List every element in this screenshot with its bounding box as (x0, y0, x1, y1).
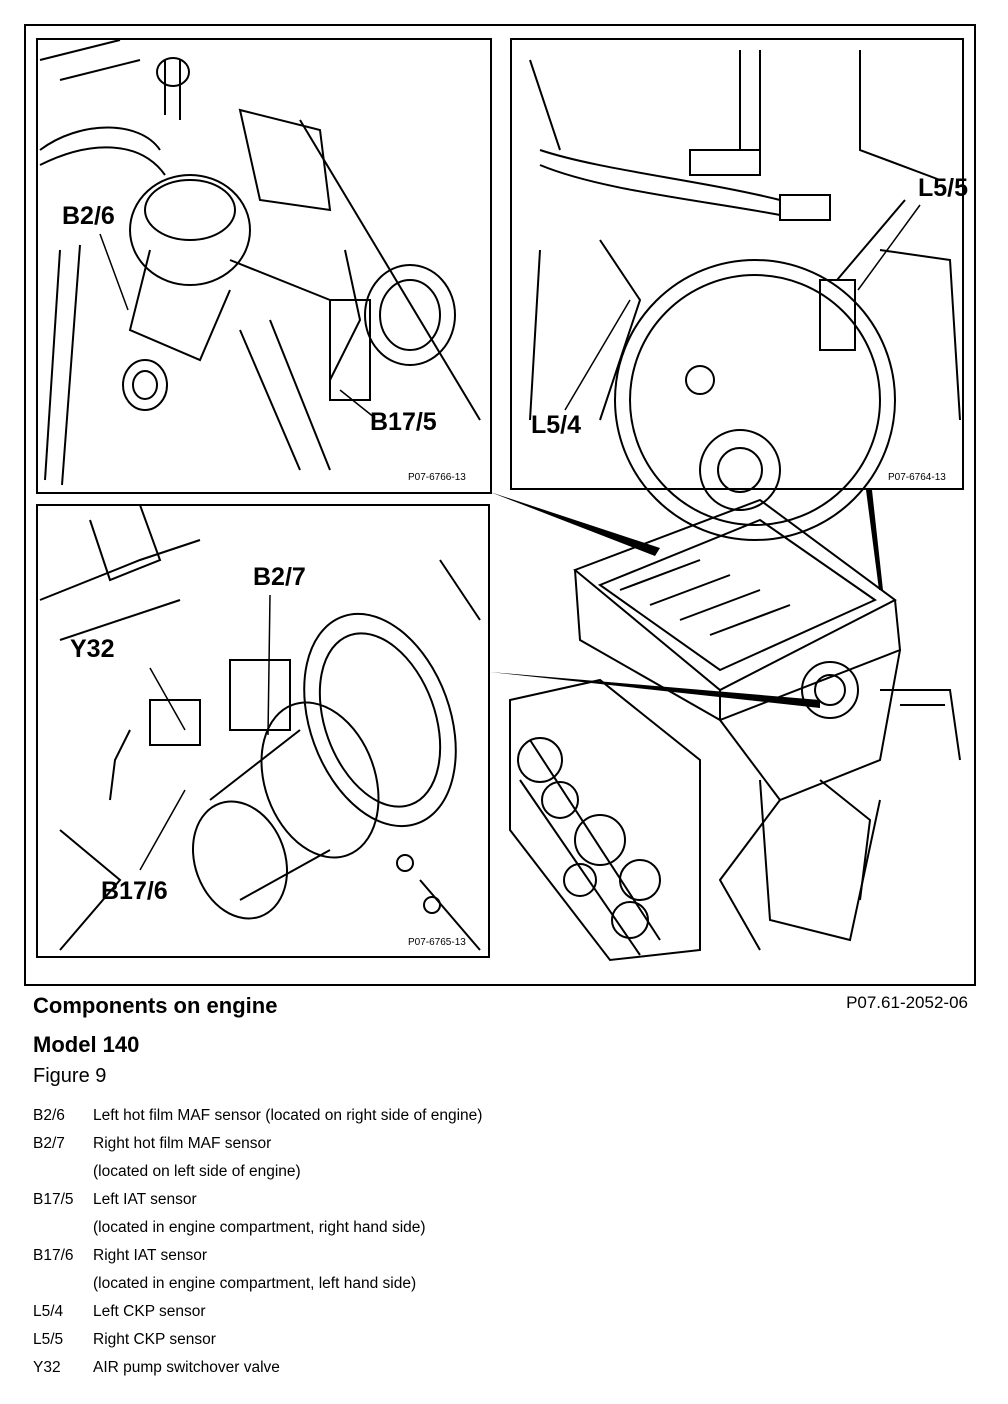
figure-frame (24, 24, 976, 986)
pointer-wedges (490, 490, 883, 708)
caption-title: Components on engine (33, 993, 278, 1018)
legend-note: (located in engine compartment, left han… (93, 1275, 417, 1292)
model-label: Model 140 (33, 1032, 140, 1057)
legend-text: Left hot film MAF sensor (located on rig… (93, 1107, 483, 1124)
figure-label: Figure 9 (33, 1065, 107, 1087)
legend-text: AIR pump switchover valve (93, 1359, 280, 1376)
callout-l5-4: L5/4 (531, 411, 581, 439)
legend-text: Right hot film MAF sensor (93, 1135, 272, 1152)
legend-note-row: (located in engine compartment, right ha… (33, 1214, 482, 1242)
ckp-sensor-drawing (529, 50, 961, 541)
callout-l5-5: L5/5 (918, 174, 968, 202)
callout-y32: Y32 (70, 635, 114, 663)
legend-code: B2/6 (33, 1107, 65, 1124)
legend-code: B17/5 (33, 1191, 74, 1208)
legend-row: L5/4 Left CKP sensor (33, 1298, 482, 1326)
panel-code-top-right: P07-6764-13 (888, 472, 946, 483)
callout-b2-7: B2/7 (253, 563, 306, 591)
legend-row: B17/5 Left IAT sensor (33, 1186, 482, 1214)
legend-row: Y32 AIR pump switchover valve (33, 1354, 482, 1382)
legend-note-row: (located on left side of engine) (33, 1158, 482, 1186)
panel-top-left: B2/6 B17/5 P07-6766-13 (36, 38, 492, 494)
legend-text: Right IAT sensor (93, 1247, 208, 1264)
legend-text: Left CKP sensor (93, 1303, 206, 1320)
legend-code: B17/6 (33, 1247, 74, 1264)
legend-row: B2/6 Left hot film MAF sensor (located o… (33, 1102, 482, 1130)
callout-b17-5: B17/5 (370, 408, 437, 436)
legend-text: Right CKP sensor (93, 1331, 216, 1348)
legend-row: B17/6 Right IAT sensor (33, 1242, 482, 1270)
panel-bottom-left: B2/7 Y32 B17/6 P07-6765-13 (36, 504, 490, 958)
legend-note-row: (located in engine compartment, left han… (33, 1270, 482, 1298)
panel-code-top-left: P07-6766-13 (408, 472, 466, 483)
legend-code: B2/7 (33, 1135, 65, 1152)
legend-text: Left IAT sensor (93, 1191, 197, 1208)
legend: B2/6 Left hot film MAF sensor (located o… (33, 1102, 482, 1382)
callout-b17-6: B17/6 (101, 877, 168, 905)
legend-note: (located on left side of engine) (93, 1163, 301, 1180)
legend-row: B2/7 Right hot film MAF sensor (33, 1130, 482, 1158)
engine-overview-drawing (509, 498, 961, 962)
legend-code: Y32 (33, 1359, 61, 1376)
document-code: P07.61-2052-06 (846, 993, 968, 1012)
callout-b2-6: B2/6 (62, 202, 115, 230)
legend-code: L5/4 (33, 1303, 64, 1320)
legend-note: (located in engine compartment, right ha… (93, 1219, 426, 1236)
panel-code-bottom-left: P07-6765-13 (408, 937, 466, 948)
panel-top-right: L5/5 L5/4 P07-6764-13 (510, 38, 968, 541)
air-intake-drawing (39, 504, 481, 951)
legend-row: L5/5 Right CKP sensor (33, 1326, 482, 1354)
legend-code: L5/5 (33, 1331, 64, 1348)
maf-sensor-drawing (39, 39, 481, 486)
